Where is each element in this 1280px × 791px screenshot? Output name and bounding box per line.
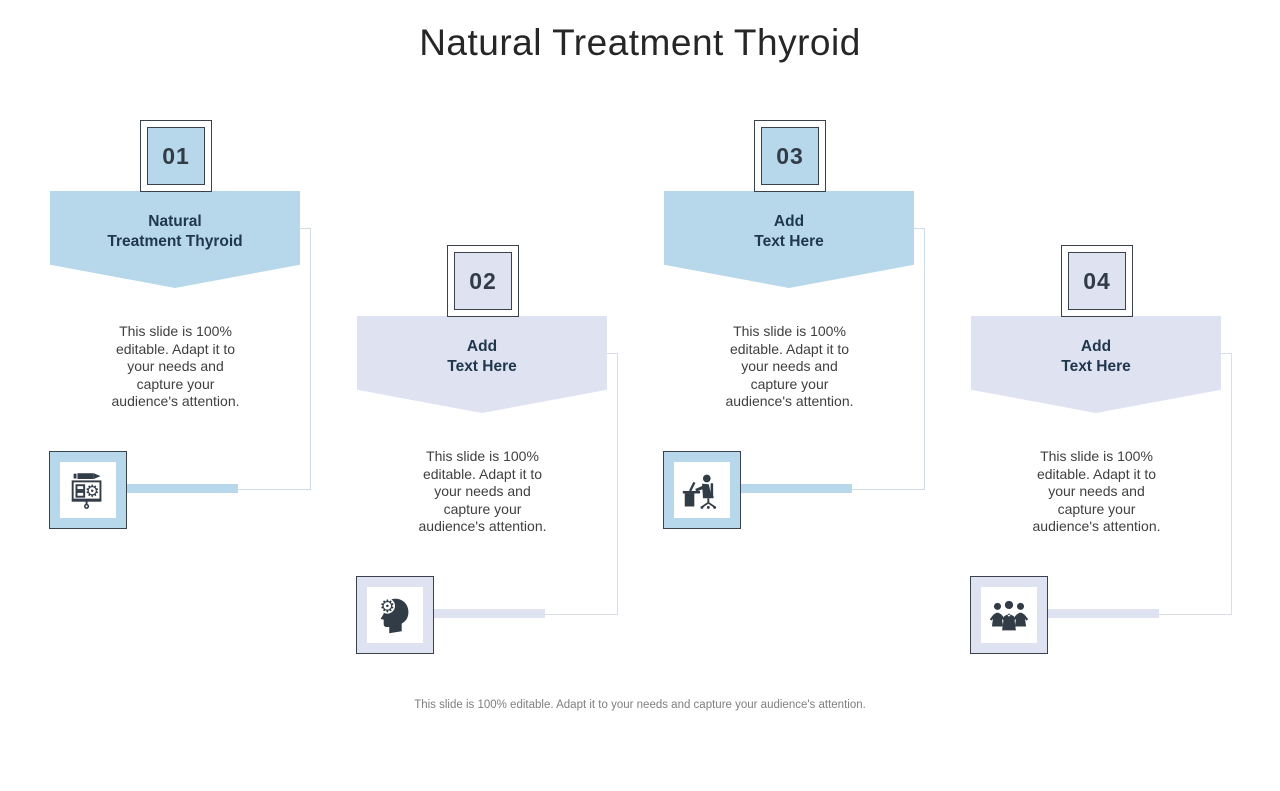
banner-heading-line2: Text Here bbox=[1061, 357, 1131, 375]
step-icon-box: ⚙ bbox=[356, 576, 434, 654]
svg-text:⚙: ⚙ bbox=[380, 597, 395, 617]
body-line: editable. Adapt it to bbox=[729, 340, 850, 357]
step-number: 01 bbox=[147, 127, 205, 185]
connector-line-bottom bbox=[851, 489, 925, 490]
body-line: This slide is 100% bbox=[426, 448, 539, 464]
banner-heading-line1: Natural bbox=[148, 213, 202, 230]
footer-note: This slide is 100% editable. Adapt it to… bbox=[414, 699, 866, 711]
connector-line-bottom bbox=[1158, 614, 1232, 615]
accent-bar bbox=[434, 609, 545, 618]
step-column-2: 02 Add Text Here This slide is 100% edit… bbox=[356, 245, 622, 791]
body-line: editable. Adapt it to bbox=[422, 465, 543, 482]
person-working-desk-icon bbox=[674, 462, 730, 518]
body-line: your needs and bbox=[741, 358, 838, 374]
connector-line-bottom bbox=[237, 489, 311, 490]
connector-line-bottom bbox=[544, 614, 618, 615]
body-line: This slide is 100% bbox=[119, 323, 232, 339]
connector-line-right bbox=[1221, 353, 1232, 615]
accent-bar bbox=[127, 484, 238, 493]
body-line: audience's attention. bbox=[1032, 518, 1161, 534]
body-line: editable. Adapt it to bbox=[115, 340, 236, 357]
banner-heading-line2: Text Here bbox=[754, 232, 824, 250]
body-line: audience's attention. bbox=[111, 393, 240, 409]
step-number: 02 bbox=[454, 252, 512, 310]
step-number: 03 bbox=[761, 127, 819, 185]
body-line: your needs and bbox=[1048, 483, 1145, 499]
step-number: 04 bbox=[1068, 252, 1126, 310]
slide-title: Natural Treatment Thyroid bbox=[419, 22, 861, 63]
step-column-4: 04 Add Text Here This slide is 100% edit… bbox=[970, 245, 1236, 791]
step-banner: Add Text Here bbox=[664, 191, 914, 288]
step-icon-box: ⚙ bbox=[49, 451, 127, 529]
step-number-box: 04 bbox=[1061, 245, 1133, 317]
body-line: capture your bbox=[136, 375, 215, 392]
accent-bar bbox=[741, 484, 852, 493]
banner-heading-line2: Text Here bbox=[447, 357, 517, 375]
svg-text:⚙: ⚙ bbox=[85, 482, 100, 501]
step-column-1: 01 Natural Treatment Thyroid This slide … bbox=[49, 120, 315, 666]
banner-heading-line2: Treatment Thyroid bbox=[107, 232, 243, 250]
step-body-text: This slide is 100% editable. Adapt it to… bbox=[406, 448, 559, 536]
step-banner: Add Text Here bbox=[971, 316, 1221, 413]
body-line: audience's attention. bbox=[725, 393, 854, 409]
step-body-text: This slide is 100% editable. Adapt it to… bbox=[1020, 448, 1173, 536]
body-line: editable. Adapt it to bbox=[1036, 465, 1157, 482]
step-number-box: 03 bbox=[754, 120, 826, 192]
body-line: your needs and bbox=[434, 483, 531, 499]
step-banner: Add Text Here bbox=[357, 316, 607, 413]
step-banner: Natural Treatment Thyroid bbox=[50, 191, 300, 288]
body-line: This slide is 100% bbox=[1040, 448, 1153, 464]
step-icon-box bbox=[663, 451, 741, 529]
banner-heading-line1: Add bbox=[773, 213, 805, 230]
connector-line-right bbox=[607, 353, 618, 615]
body-line: capture your bbox=[750, 375, 829, 392]
presentation-board-icon: ⚙ bbox=[60, 462, 116, 518]
banner-heading-line1: Add bbox=[466, 338, 498, 355]
connector-line-right bbox=[914, 228, 925, 490]
connector-line-right bbox=[300, 228, 311, 490]
thinking-head-gears-icon: ⚙ bbox=[367, 587, 423, 643]
step-body-text: This slide is 100% editable. Adapt it to… bbox=[99, 323, 252, 411]
accent-bar bbox=[1048, 609, 1159, 618]
step-body-text: This slide is 100% editable. Adapt it to… bbox=[713, 323, 866, 411]
step-number-box: 01 bbox=[140, 120, 212, 192]
body-line: capture your bbox=[443, 500, 522, 517]
banner-heading-line1: Add bbox=[1080, 338, 1112, 355]
body-line: This slide is 100% bbox=[733, 323, 846, 339]
step-icon-box bbox=[970, 576, 1048, 654]
body-line: your needs and bbox=[127, 358, 224, 374]
step-column-3: 03 Add Text Here This slide is 100% edit… bbox=[663, 120, 929, 666]
team-people-icon bbox=[981, 587, 1037, 643]
step-number-box: 02 bbox=[447, 245, 519, 317]
body-line: audience's attention. bbox=[418, 518, 547, 534]
body-line: capture your bbox=[1057, 500, 1136, 517]
